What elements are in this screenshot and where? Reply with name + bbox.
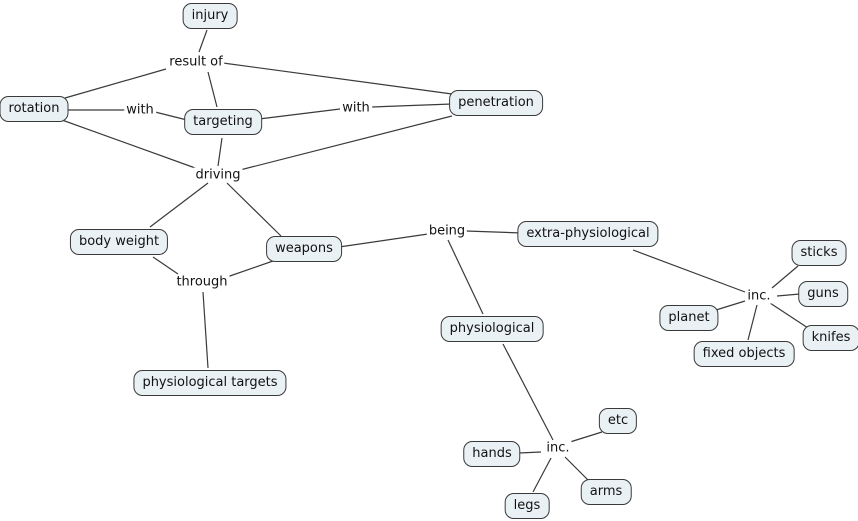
edge-targeting-to-with-2: [258, 108, 341, 120]
edge-weapons-to-being: [338, 233, 429, 248]
edge-with-1-to-targeting: [154, 111, 188, 121]
edge-inc-1-to-fixed-objects: [747, 304, 758, 341]
edge-result-of-to-targeting: [207, 71, 218, 108]
link-label-result-of[interactable]: result of: [167, 54, 225, 70]
concept-node-rotation[interactable]: rotation: [0, 96, 69, 122]
edge-driving-to-penetration: [239, 115, 453, 171]
concept-node-knifes[interactable]: knifes: [802, 325, 858, 351]
edge-inc-2-to-hands: [518, 451, 542, 454]
concept-node-fixed-objects[interactable]: fixed objects: [693, 341, 795, 367]
edge-inc-2-to-etc: [569, 431, 603, 443]
edge-through-to-physiological-targets: [202, 291, 209, 369]
concept-node-planet[interactable]: planet: [659, 305, 719, 331]
concept-node-physiological-targets[interactable]: physiological targets: [133, 370, 287, 396]
concept-node-arms[interactable]: arms: [580, 479, 632, 505]
concept-node-sticks[interactable]: sticks: [791, 240, 847, 266]
edge-body-weight-to-through: [152, 256, 179, 275]
edge-with-2-to-penetration: [371, 103, 453, 108]
concept-node-hands[interactable]: hands: [463, 441, 521, 467]
edge-weapons-to-through: [226, 260, 274, 278]
edge-result-of-to-penetration: [222, 62, 453, 95]
concept-node-weapons[interactable]: weapons: [266, 236, 342, 262]
concept-node-legs[interactable]: legs: [504, 493, 550, 519]
edge-inc-2-to-legs: [532, 457, 552, 493]
edge-inc-1-to-sticks: [771, 265, 799, 289]
edge-injury-to-result-of: [198, 29, 208, 53]
edge-inc-1-to-planet: [715, 300, 746, 311]
edge-being-to-physiological: [447, 239, 484, 315]
concept-node-extra-physiological[interactable]: extra-physiological: [517, 221, 659, 247]
concept-node-etc[interactable]: etc: [598, 408, 638, 434]
link-label-through[interactable]: through: [174, 274, 230, 290]
concept-node-guns[interactable]: guns: [798, 281, 848, 307]
link-label-being[interactable]: being: [426, 223, 468, 239]
concept-node-body-weight[interactable]: body weight: [69, 229, 169, 255]
link-label-driving[interactable]: driving: [193, 167, 243, 183]
edge-result-of-to-rotation: [64, 68, 167, 99]
edge-being-to-extra-physiological: [465, 230, 523, 234]
link-label-with-1[interactable]: with: [124, 102, 156, 118]
concept-node-injury[interactable]: injury: [182, 3, 238, 29]
edge-driving-to-weapons: [226, 182, 282, 237]
concept-node-targeting[interactable]: targeting: [184, 109, 262, 135]
edge-inc-1-to-guns: [776, 293, 801, 297]
edge-physiological-to-inc-2: [502, 343, 554, 441]
edge-inc-2-to-arms: [564, 456, 590, 482]
edge-targeting-to-driving: [217, 137, 223, 167]
edge-driving-to-body-weight: [149, 182, 209, 228]
edge-inc-1-to-knifes: [769, 302, 809, 329]
concept-node-penetration[interactable]: penetration: [449, 90, 543, 116]
concept-node-physiological[interactable]: physiological: [440, 316, 544, 342]
edge-rotation-to-driving: [61, 119, 199, 170]
edge-extra-physiological-to-inc-1: [632, 249, 746, 293]
link-label-inc-2[interactable]: inc.: [544, 440, 572, 456]
link-label-inc-1[interactable]: inc.: [745, 288, 773, 304]
link-label-with-2[interactable]: with: [340, 100, 372, 116]
